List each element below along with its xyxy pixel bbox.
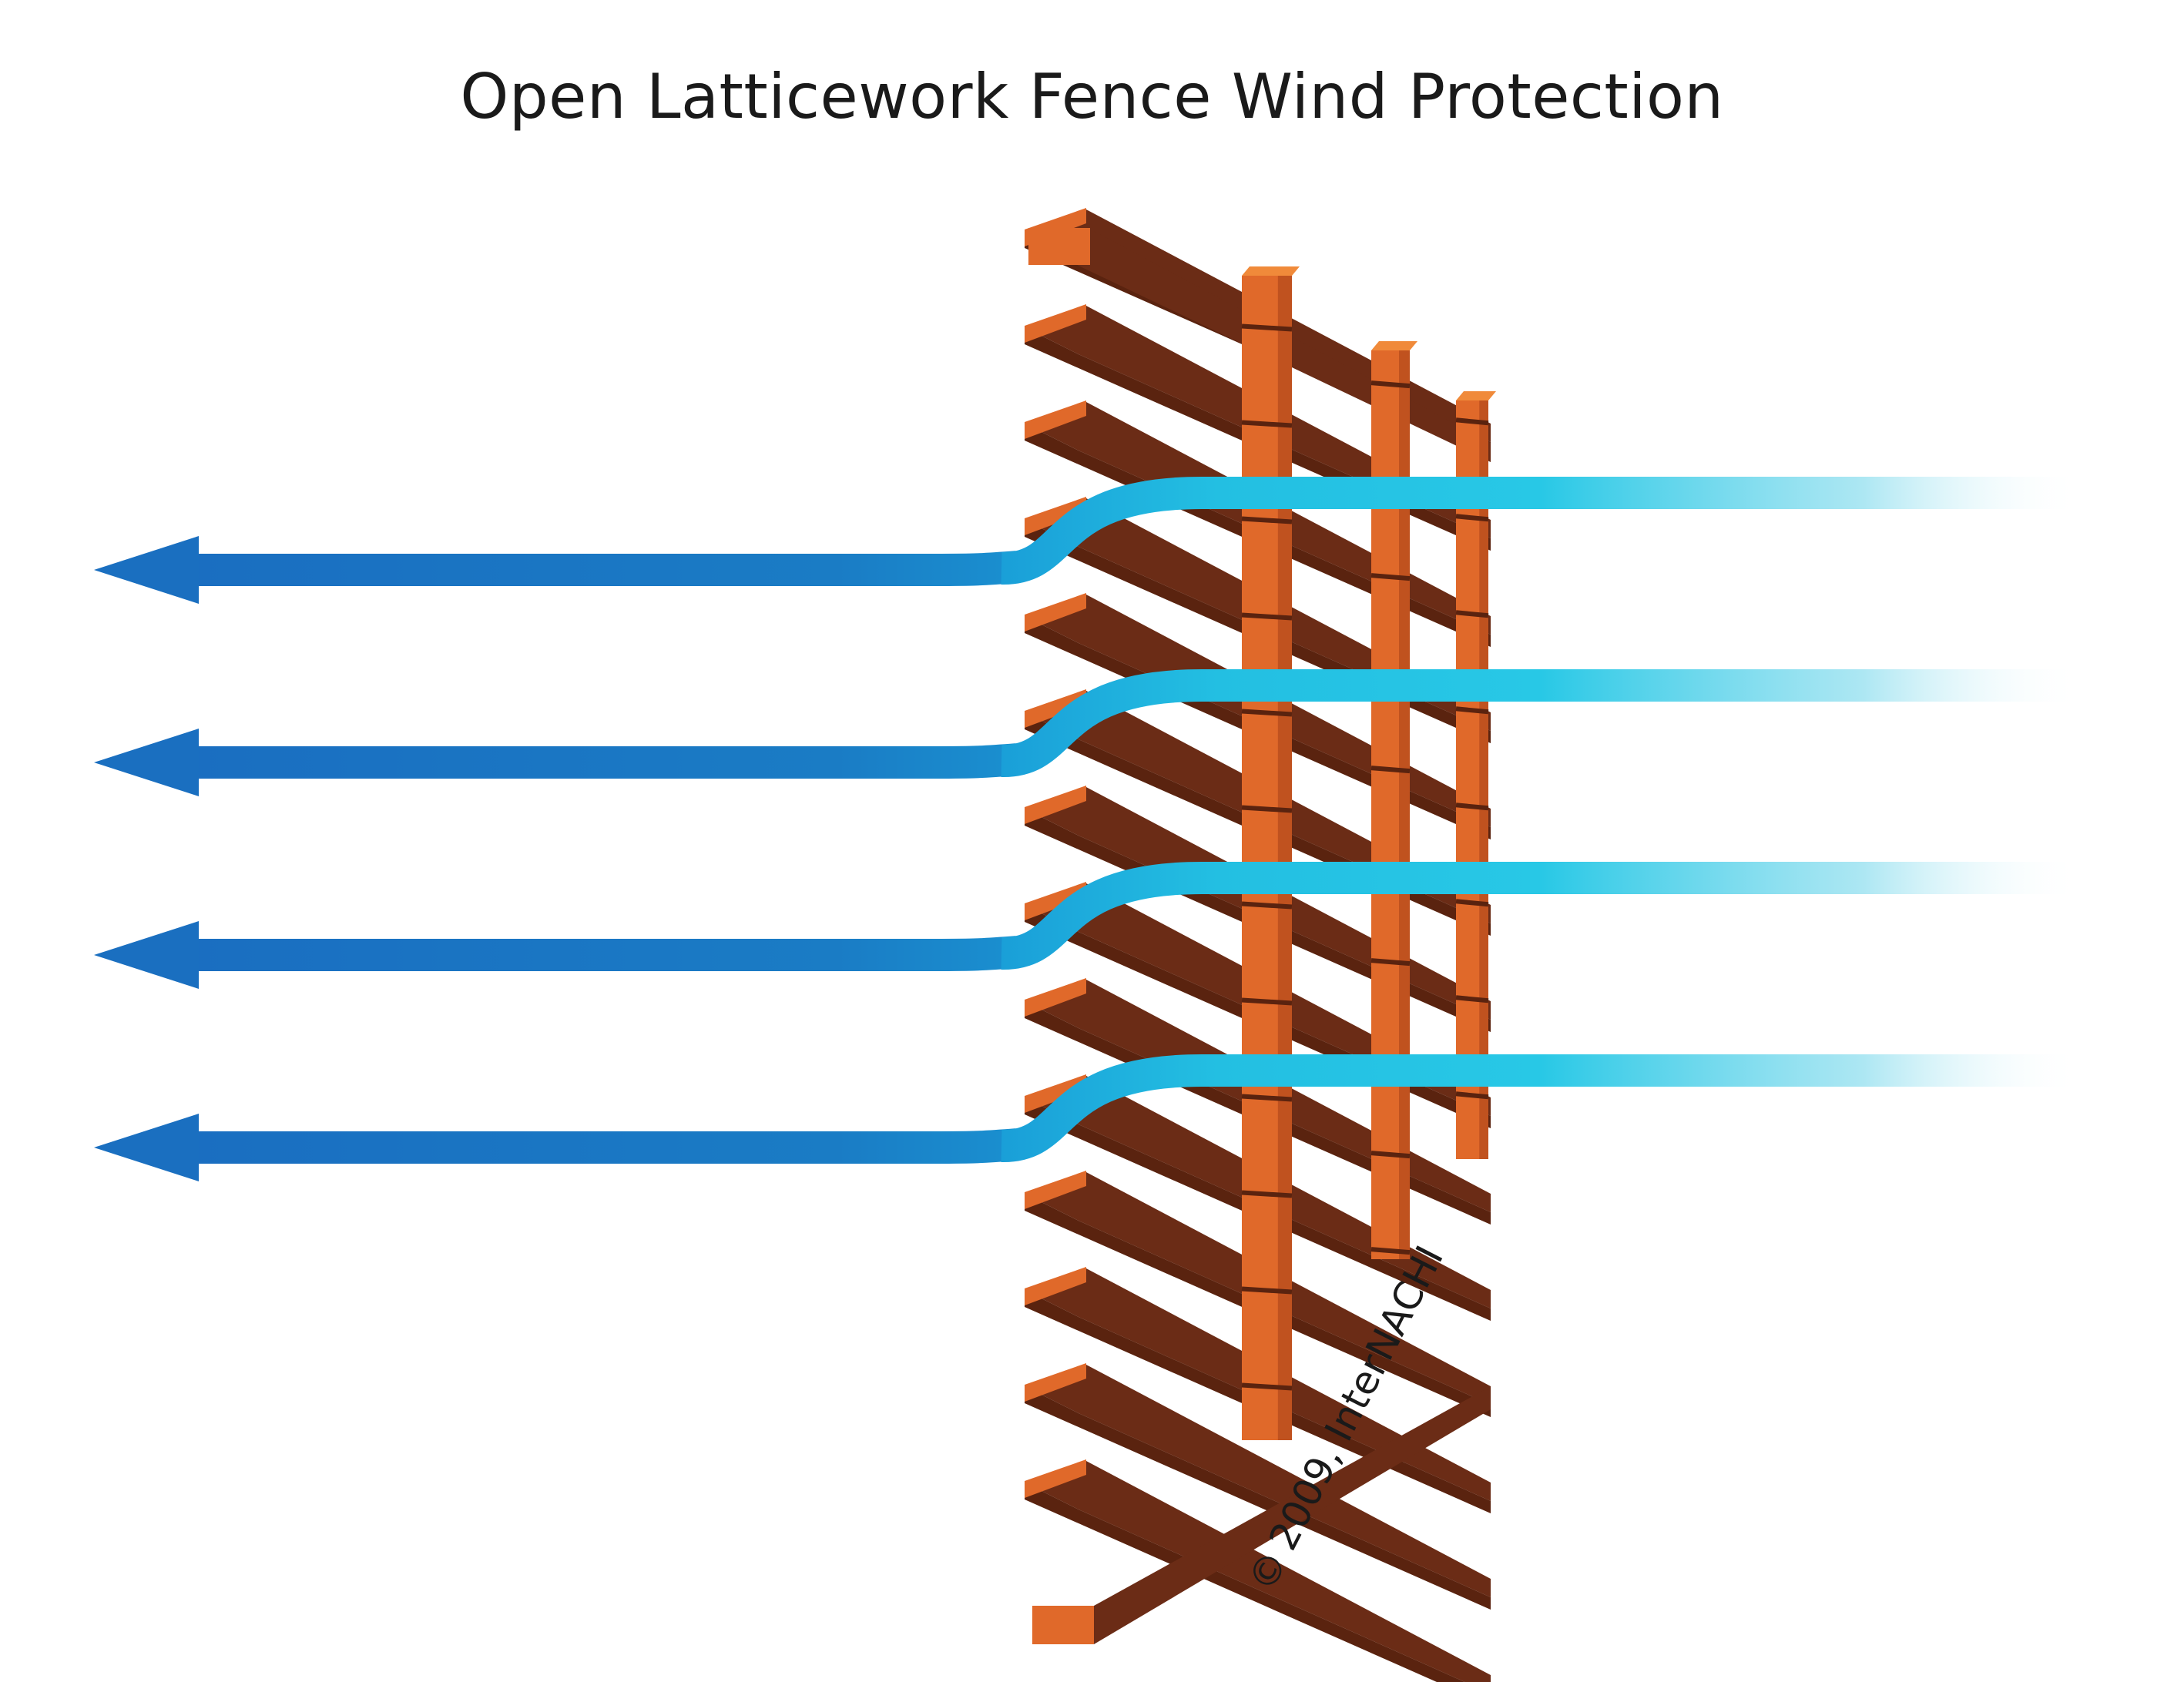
wind-stream-outgoing [193,936,1018,971]
wind-stream-incoming [1001,669,2084,778]
arrow-left-icon [94,921,199,989]
wind-stream-outgoing [193,743,1018,779]
wind-stream-outgoing [193,1128,1018,1164]
fence-post [1241,266,1300,1440]
arrow-left-icon [94,536,199,604]
wind-stream-outgoing [193,551,1018,586]
fence-post [1455,391,1496,1159]
diagram-title: Open Latticework Fence Wind Protection [460,60,1724,132]
fence-slat [1025,1363,1491,1610]
arrow-left-icon [94,729,199,796]
wind-stream-incoming [1001,477,2084,585]
wind-streams-windward [1001,477,2084,1163]
arrow-left-icon [94,1114,199,1181]
fence-bottom-rail [1032,1386,1491,1644]
wind-stream-incoming [1001,862,2084,970]
wind-streams-leeward [94,536,1018,1181]
fence-slat [1025,1459,1491,1682]
wind-stream-incoming [1001,1054,2084,1163]
